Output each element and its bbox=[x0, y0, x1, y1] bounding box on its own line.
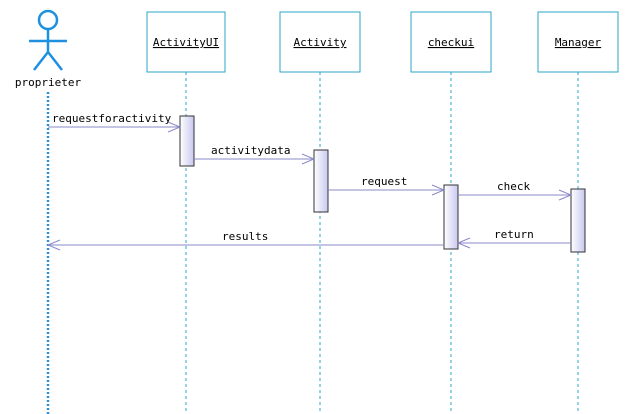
message-results-label: results bbox=[222, 230, 268, 243]
lifeline-activityui-label: ActivityUI bbox=[153, 36, 219, 49]
message-check[interactable]: check bbox=[458, 180, 573, 201]
activation-manager[interactable] bbox=[570, 188, 586, 253]
lifeline-activity[interactable]: Activity bbox=[279, 11, 361, 73]
actor-proprieter[interactable]: proprieter bbox=[15, 9, 82, 89]
actor-stick-figure-icon bbox=[29, 9, 67, 71]
actor-label: proprieter bbox=[15, 76, 82, 89]
lifeline-manager-label: Manager bbox=[555, 36, 602, 49]
message-results-arrow-icon bbox=[46, 239, 61, 251]
activation-activityui[interactable] bbox=[179, 115, 195, 167]
lifeline-activity-label: Activity bbox=[294, 36, 347, 49]
lifeline-manager-box bbox=[537, 11, 619, 73]
message-request-label: request bbox=[361, 175, 407, 188]
lifeline-checkui[interactable]: checkui bbox=[410, 11, 492, 73]
lifeline-activityui[interactable]: ActivityUI bbox=[146, 11, 226, 73]
lifeline-activityui-box bbox=[146, 11, 226, 73]
message-return[interactable]: return bbox=[456, 228, 571, 249]
message-check-label: check bbox=[497, 180, 530, 193]
lifeline-manager[interactable]: Manager bbox=[537, 11, 619, 73]
message-activitydata-arrow-icon bbox=[301, 153, 316, 165]
message-results[interactable]: results bbox=[46, 230, 444, 251]
message-requestforactivity-arrow-icon bbox=[167, 121, 182, 133]
message-return-label: return bbox=[494, 228, 534, 241]
lifeline-checkui-box bbox=[410, 11, 492, 73]
message-request[interactable]: request bbox=[328, 175, 446, 196]
message-activitydata-label: activitydata bbox=[211, 144, 290, 157]
message-requestforactivity[interactable]: requestforactivity bbox=[48, 112, 182, 133]
activation-activity[interactable] bbox=[313, 149, 329, 213]
message-check-arrow-icon bbox=[558, 189, 573, 201]
message-requestforactivity-label: requestforactivity bbox=[52, 112, 172, 125]
lifeline-checkui-label: checkui bbox=[428, 36, 474, 49]
message-request-arrow-icon bbox=[431, 184, 446, 196]
activation-checkui[interactable] bbox=[443, 184, 459, 250]
message-return-arrow-icon bbox=[456, 237, 471, 249]
message-activitydata[interactable]: activitydata bbox=[194, 144, 316, 165]
